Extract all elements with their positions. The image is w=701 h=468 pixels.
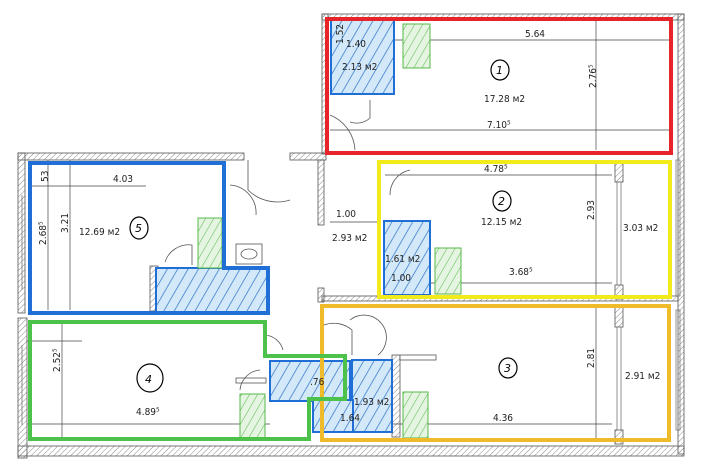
svg-text:3.21: 3.21	[60, 213, 71, 233]
svg-text:4.03: 4.03	[113, 174, 133, 185]
svg-text:2.91 м2: 2.91 м2	[625, 371, 660, 382]
svg-text:2.93 м2: 2.93 м2	[332, 233, 367, 244]
room-3: 3 4.36 2.81 2.91 м2 1.93 м2 1.64	[340, 348, 660, 424]
svg-text:1.93 м2: 1.93 м2	[354, 397, 389, 408]
svg-text:1.61 м2: 1.61 м2	[385, 254, 420, 265]
svg-text:2.52⁵: 2.52⁵	[52, 348, 63, 372]
outline-apartment-1	[325, 17, 673, 155]
svg-text:4.78⁵: 4.78⁵	[484, 164, 508, 175]
apartment-outlines	[28, 17, 673, 442]
svg-text:5.64: 5.64	[525, 29, 545, 40]
svg-text:17.28 м2: 17.28 м2	[484, 94, 525, 105]
kitchen-5	[197, 217, 223, 269]
svg-text:4: 4	[145, 373, 152, 386]
svg-text:12.69 м2: 12.69 м2	[79, 227, 120, 238]
kitchen-3	[402, 391, 429, 439]
svg-text:1: 1	[496, 64, 503, 77]
outline-apartment-2	[377, 160, 672, 299]
svg-text:1.64: 1.64	[340, 413, 360, 424]
svg-text:1.52: 1.52	[335, 24, 346, 44]
svg-text:.76: .76	[310, 377, 325, 388]
svg-text:12.15 м2: 12.15 м2	[481, 217, 522, 228]
svg-text:1.00: 1.00	[391, 273, 411, 284]
outline-apartment-3	[320, 304, 671, 442]
kitchen-1	[402, 23, 431, 69]
outline-apartment-4	[28, 320, 347, 441]
room-5: 4.03 53 2.68⁵ 3.21 12.69 м2 5	[38, 171, 149, 245]
bathroom-5	[155, 267, 269, 315]
svg-text:2.93: 2.93	[586, 200, 597, 220]
svg-text:1.00: 1.00	[336, 209, 356, 220]
svg-text:3: 3	[504, 362, 511, 375]
svg-text:53: 53	[40, 171, 51, 182]
svg-text:7.10⁵: 7.10⁵	[487, 120, 511, 131]
svg-text:5: 5	[135, 222, 142, 235]
svg-text:3.03 м2: 3.03 м2	[623, 223, 658, 234]
kitchen-2	[434, 247, 462, 295]
room-2: 4.78⁵ 2 12.15 м2 3.68⁵ 2.93 1.61 м2 1.00…	[332, 164, 658, 284]
svg-text:3.68⁵: 3.68⁵	[509, 267, 533, 278]
bathroom-4a	[269, 360, 351, 402]
svg-text:2.81: 2.81	[586, 348, 597, 368]
kitchen-4	[239, 393, 266, 439]
svg-text:2: 2	[498, 195, 505, 208]
svg-text:2.13 м2: 2.13 м2	[342, 62, 377, 73]
svg-text:2.68⁵: 2.68⁵	[38, 221, 49, 245]
bathroom-3	[351, 359, 393, 433]
svg-text:4.36: 4.36	[493, 413, 513, 424]
bathroom-4b	[312, 399, 354, 433]
svg-text:4.89⁵: 4.89⁵	[136, 407, 160, 418]
bathrooms	[155, 19, 431, 433]
room-4: 4 4.89⁵ 2.52⁵ .76	[52, 348, 325, 418]
room-1: 5.64 1 17.28 м2 7.10⁵ 2.76⁵ 1.40 2.13 м2…	[335, 24, 599, 131]
svg-text:1.40: 1.40	[346, 39, 366, 50]
kitchens	[197, 23, 462, 439]
bathroom-1	[330, 19, 395, 95]
svg-text:2.76⁵: 2.76⁵	[588, 64, 599, 88]
outline-apartment-5	[28, 161, 270, 315]
bathroom-2	[383, 220, 431, 296]
